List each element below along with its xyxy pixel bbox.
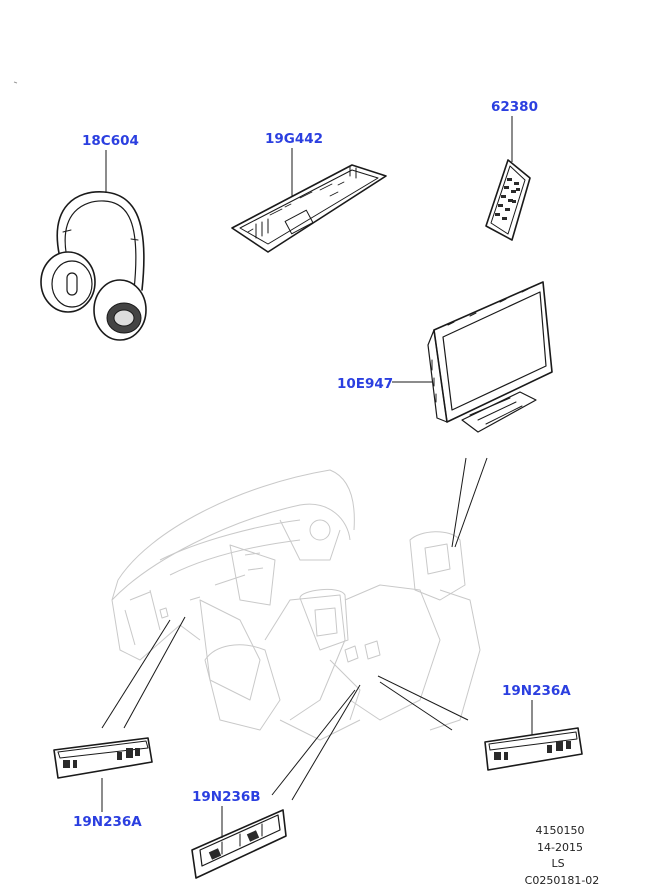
leader-panel-rear-b — [291, 684, 361, 801]
remote-control-part[interactable] — [485, 159, 531, 241]
headphones-part[interactable] — [40, 191, 147, 341]
leader-panel-left-a — [101, 619, 171, 729]
socket-panel-left-part[interactable] — [53, 737, 153, 779]
leader-panel-left-b — [123, 616, 186, 729]
leader-display-a — [451, 457, 467, 548]
label-19n236b[interactable]: 19N236B — [192, 789, 261, 805]
leader-panel-rear-a — [271, 689, 356, 796]
label-19g442[interactable]: 19G442 — [265, 131, 323, 147]
display-screen-part[interactable] — [427, 281, 553, 433]
ref-line-4: C0250181-02 — [525, 874, 600, 887]
leader-panel-right-b — [379, 681, 453, 731]
socket-panel-rear-part[interactable] — [191, 809, 287, 879]
car-interior-ghost — [111, 469, 481, 741]
ref-line-2: 14-2015 — [537, 841, 583, 854]
ref-line-1: 4150150 — [536, 824, 585, 837]
stray-mark — [13, 81, 18, 84]
leader-panel-right-a — [377, 675, 469, 721]
label-19n236a-left[interactable]: 19N236A — [73, 814, 142, 830]
ref-line-3: LS — [551, 857, 564, 870]
receiver-unit-part[interactable] — [231, 164, 387, 253]
reference-block: 4150150 14-2015 LS C0250181-02 — [525, 824, 600, 887]
label-10e947[interactable]: 10E947 — [337, 376, 393, 392]
socket-panel-right-part[interactable] — [484, 727, 583, 771]
label-18c604[interactable]: 18C604 — [82, 133, 139, 149]
label-62380[interactable]: 62380 — [491, 99, 538, 115]
leader-display-b — [454, 457, 488, 548]
label-19n236a-right[interactable]: 19N236A — [502, 683, 571, 699]
